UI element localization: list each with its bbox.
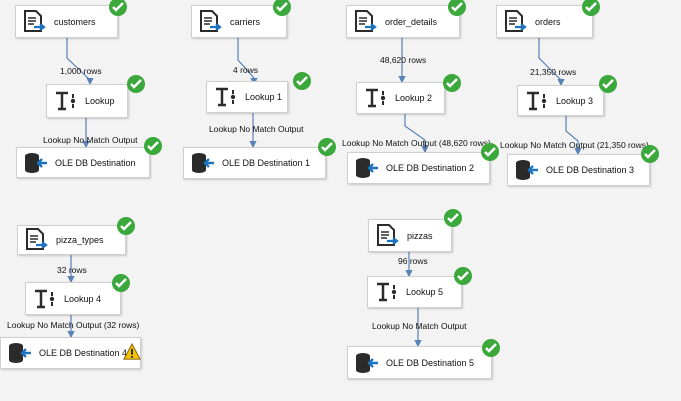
- lookup[interactable]: Lookup: [46, 84, 128, 118]
- source-label: pizzas: [407, 230, 433, 241]
- green-check-icon: [144, 137, 162, 155]
- destination-label: OLE DB Destination 1: [222, 158, 311, 168]
- row-count-pizza-types: 32 rows: [57, 265, 87, 275]
- flat-file-source-icon: [377, 223, 399, 246]
- destination-label: OLE DB Destination 5: [386, 357, 475, 368]
- lookup-2[interactable]: Lookup 2: [356, 82, 445, 114]
- row-count-orders: 21,350 rows: [530, 67, 577, 77]
- ole-db-destination-icon: [192, 153, 214, 173]
- green-check-icon: [482, 339, 500, 357]
- yellow-warning-icon: [123, 343, 141, 360]
- green-check-icon: [117, 217, 135, 235]
- ole-db-destination[interactable]: OLE DB Destination: [16, 147, 150, 178]
- ole-db-destination-icon: [356, 158, 378, 178]
- row-count-carriers: 4 rows: [233, 65, 259, 75]
- green-check-icon: [454, 267, 472, 285]
- lookup-icon: [216, 87, 236, 107]
- ole-db-destination-icon: [25, 152, 47, 173]
- lookup-label: Lookup: [85, 96, 115, 106]
- ole-db-destination-icon: [356, 352, 378, 373]
- no-match-output-lookup-2: Lookup No Match Output (48,620 rows): [342, 138, 491, 148]
- ole-db-destination-5[interactable]: OLE DB Destination 5: [347, 346, 492, 379]
- source-label: order_details: [385, 16, 438, 27]
- ole-db-destination-4[interactable]: OLE DB Destination 4: [0, 337, 141, 369]
- green-check-icon: [641, 145, 659, 163]
- flat-file-source-icon: [26, 228, 48, 250]
- lookup-1[interactable]: Lookup 1: [206, 81, 288, 113]
- lookup-icon: [56, 91, 76, 111]
- no-match-output-lookup-1: Lookup No Match Output: [209, 124, 304, 134]
- destination-label: OLE DB Destination: [55, 157, 136, 168]
- destination-label: OLE DB Destination 3: [546, 165, 635, 175]
- source-order-details[interactable]: order_details: [346, 5, 460, 38]
- ole-db-destination-3[interactable]: OLE DB Destination 3: [507, 154, 650, 186]
- green-check-icon: [448, 0, 466, 16]
- no-match-output-lookup-4: Lookup No Match Output (32 rows): [7, 320, 140, 330]
- source-pizza-types[interactable]: pizza_types: [17, 225, 126, 255]
- source-pizzas[interactable]: pizzas: [368, 219, 452, 252]
- green-check-icon: [582, 0, 600, 16]
- flat-file-source-icon: [505, 9, 527, 32]
- source-customers[interactable]: customers: [15, 5, 118, 38]
- row-count-order-details: 48,620 rows: [380, 55, 427, 65]
- green-check-icon: [109, 0, 127, 16]
- green-check-icon: [481, 143, 499, 161]
- no-match-output-lookup-3: Lookup No Match Output (21,350 rows): [500, 140, 649, 150]
- ole-db-destination-icon: [516, 160, 538, 180]
- ole-db-destination-2[interactable]: OLE DB Destination 2: [347, 152, 490, 184]
- connector-orders-lookup3: [538, 38, 565, 87]
- green-check-icon: [127, 75, 145, 93]
- lookup-label: Lookup 3: [556, 95, 594, 106]
- flat-file-source-icon: [355, 9, 377, 32]
- green-check-icon: [443, 74, 461, 92]
- source-label: carriers: [230, 16, 261, 27]
- lookup-5[interactable]: Lookup 5: [367, 276, 462, 308]
- lookup-label: Lookup 1: [245, 92, 283, 102]
- lookup-label: Lookup 5: [406, 287, 444, 297]
- flat-file-source-icon: [200, 9, 222, 32]
- lookup-label: Lookup 4: [64, 293, 102, 304]
- green-check-icon: [112, 274, 130, 292]
- source-orders[interactable]: orders: [496, 5, 593, 38]
- lookup-icon: [527, 91, 547, 110]
- ole-db-destination-icon: [9, 343, 31, 363]
- green-check-icon: [293, 72, 311, 90]
- source-label: orders: [535, 16, 561, 27]
- no-match-output-lookup: Lookup No Match Output: [43, 135, 138, 145]
- lookup-icon: [35, 289, 55, 308]
- no-match-output-lookup-5: Lookup No Match Output: [372, 321, 467, 331]
- lookup-icon: [366, 88, 386, 108]
- green-check-icon: [318, 138, 336, 156]
- row-count-pizzas: 96 rows: [398, 256, 428, 266]
- lookup-3[interactable]: Lookup 3: [517, 85, 604, 116]
- green-check-icon: [273, 0, 291, 16]
- lookup-icon: [377, 282, 397, 302]
- lookup-4[interactable]: Lookup 4: [25, 282, 121, 315]
- connector-customers-lookup: [66, 38, 94, 86]
- green-check-icon: [444, 209, 462, 227]
- source-label: customers: [54, 16, 96, 27]
- flat-file-source-icon: [24, 9, 46, 32]
- row-count-customers: 1,000 rows: [60, 66, 102, 76]
- lookup-label: Lookup 2: [395, 93, 433, 103]
- destination-label: OLE DB Destination 4: [39, 348, 128, 358]
- green-check-icon: [599, 75, 617, 93]
- connector-carriers-lookup1: [237, 38, 258, 86]
- destination-label: OLE DB Destination 2: [386, 163, 475, 173]
- source-carriers[interactable]: carriers: [191, 5, 287, 38]
- ole-db-destination-1[interactable]: OLE DB Destination 1: [183, 147, 326, 179]
- source-label: pizza_types: [56, 235, 104, 245]
